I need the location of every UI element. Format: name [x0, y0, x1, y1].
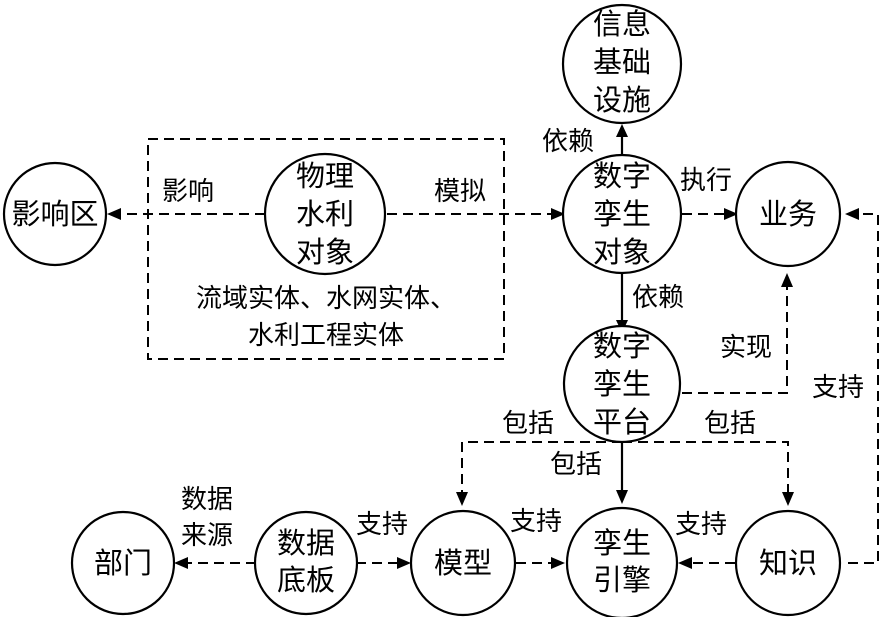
node-impact-zone: 影响区 — [2, 161, 108, 267]
label-simulate: 模拟 — [434, 177, 486, 207]
twin-object-line-3: 对象 — [593, 235, 651, 269]
twin-object-line-1: 数字 — [593, 159, 651, 193]
info-infra-line-2: 基础 — [593, 45, 651, 79]
node-digital-twin-object: 数字 孪生 对象 — [561, 153, 683, 275]
box-caption-line-1: 流域实体、水网实体、 — [196, 284, 456, 314]
arrowhead-data-source — [174, 557, 188, 569]
physical-entities-box — [147, 138, 505, 360]
arrowhead-simulate — [551, 208, 565, 220]
node-knowledge: 知识 — [734, 509, 842, 617]
arrowhead-influence — [107, 208, 121, 220]
label-support-model: 支持 — [510, 507, 562, 537]
label-include-right: 包括 — [704, 409, 756, 439]
department-label: 部门 — [94, 546, 152, 580]
label-execute: 执行 — [680, 166, 732, 196]
node-physical-water-object: 物理 水利 对象 — [263, 152, 387, 276]
node-business: 业务 — [734, 160, 842, 268]
label-support-knowledge: 支持 — [675, 510, 727, 540]
label-depend-top: 依赖 — [542, 127, 594, 157]
node-twin-engine: 孪生 引擎 — [565, 506, 679, 617]
arrowhead-include-left — [456, 492, 468, 506]
arrowhead-include-mid — [616, 490, 628, 504]
edge-support-right — [848, 213, 879, 564]
impact-zone-label: 影响区 — [11, 197, 98, 231]
label-support-data: 支持 — [356, 510, 408, 540]
label-include-mid: 包括 — [550, 450, 602, 480]
edge-realize — [682, 283, 788, 394]
physical-object-line-2: 水利 — [296, 197, 354, 231]
data-base-line-2: 底板 — [277, 563, 335, 597]
edge-include-left — [461, 441, 622, 496]
twin-engine-line-1: 孪生 — [593, 526, 651, 560]
label-influence: 影响 — [162, 177, 214, 207]
data-base-line-1: 数据 — [277, 526, 335, 560]
edge-include-right — [622, 441, 789, 496]
physical-object-line-3: 对象 — [296, 235, 354, 269]
arrowhead-support-data — [397, 557, 411, 569]
label-include-left: 包括 — [502, 409, 554, 439]
business-label: 业务 — [759, 197, 817, 231]
label-data-source-line-2: 来源 — [181, 521, 233, 551]
arrowhead-depend-top — [616, 124, 628, 137]
node-data-base: 数据 底板 — [253, 510, 359, 616]
physical-object-line-1: 物理 — [296, 159, 354, 193]
arrowhead-support-model — [551, 557, 565, 569]
node-digital-twin-platform: 数字 孪生 平台 — [562, 324, 682, 444]
arrowhead-support-knowledge — [678, 557, 692, 569]
label-depend-mid: 依赖 — [632, 283, 684, 313]
node-model: 模型 — [409, 509, 517, 617]
arrowhead-execute — [724, 208, 738, 220]
label-data-source-line-1: 数据 — [181, 485, 233, 515]
node-department: 部门 — [70, 510, 176, 616]
arrowhead-include-right — [782, 492, 794, 506]
model-label: 模型 — [434, 546, 492, 580]
node-info-infrastructure: 信息 基础 设施 — [561, 3, 683, 125]
twin-platform-line-1: 数字 — [593, 329, 651, 363]
twin-platform-line-3: 平台 — [593, 405, 651, 439]
info-infra-line-1: 信息 — [593, 7, 651, 41]
twin-platform-line-2: 孪生 — [593, 367, 651, 401]
box-caption-line-2: 水利工程实体 — [248, 321, 404, 351]
label-support-right: 支持 — [812, 373, 864, 403]
knowledge-label: 知识 — [759, 546, 817, 580]
label-realize: 实现 — [720, 333, 772, 363]
arrowhead-support-right — [845, 208, 859, 220]
twin-object-line-2: 孪生 — [593, 197, 651, 231]
arrowhead-realize — [781, 273, 793, 287]
info-infra-line-3: 设施 — [593, 83, 651, 117]
twin-engine-line-2: 引擎 — [593, 563, 651, 597]
